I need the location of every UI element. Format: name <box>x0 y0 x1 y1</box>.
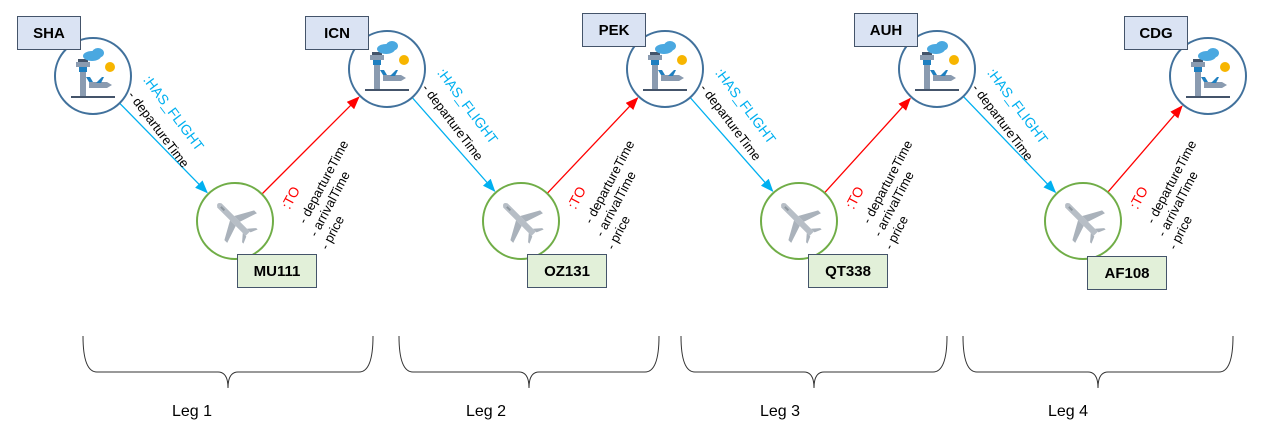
flight-node <box>760 182 838 260</box>
airport-node <box>54 37 132 115</box>
airport-tower-icon <box>643 41 687 91</box>
airport-node <box>898 30 976 108</box>
leg-brace <box>680 335 948 389</box>
has-flight-arrow <box>119 102 208 194</box>
leg-label: Leg 2 <box>465 403 507 420</box>
flight-node <box>482 182 560 260</box>
flight-node <box>196 182 274 260</box>
flight-node <box>1044 182 1122 260</box>
airport-circle <box>54 37 132 115</box>
airport-circle <box>348 30 426 108</box>
has-flight-arrow <box>689 97 774 192</box>
airport-tower-icon <box>915 41 959 91</box>
leg-brace <box>398 335 660 389</box>
airport-circle <box>626 30 704 108</box>
to-arrow <box>824 97 911 194</box>
airport-code-label: ICN <box>305 16 369 50</box>
airport-node <box>348 30 426 108</box>
airplane-icon <box>217 203 258 244</box>
flight-code-label: MU111 <box>237 254 317 288</box>
airport-code-label: PEK <box>582 13 646 47</box>
flight-code-label: QT338 <box>808 254 888 288</box>
airport-tower-icon <box>1186 48 1230 98</box>
airport-code-label: CDG <box>1124 16 1188 50</box>
leg-label: Leg 1 <box>171 403 213 420</box>
airport-node <box>1169 37 1247 115</box>
to-arrow <box>261 96 360 195</box>
to-arrow <box>1107 105 1183 193</box>
leg-label: Leg 4 <box>1047 403 1089 420</box>
leg-brace <box>82 335 374 389</box>
flight-code-label: OZ131 <box>527 254 607 288</box>
airport-code-label: AUH <box>854 13 918 47</box>
airplane-icon <box>503 203 544 244</box>
airplane-icon <box>1065 203 1106 244</box>
airport-tower-icon <box>365 41 409 91</box>
leg-brace <box>962 335 1234 389</box>
airport-circle <box>898 30 976 108</box>
airport-node <box>626 30 704 108</box>
flight-code-label: AF108 <box>1087 256 1167 290</box>
airport-circle <box>1169 37 1247 115</box>
airplane-icon <box>781 203 822 244</box>
has-flight-arrow <box>411 97 496 192</box>
leg-label: Leg 3 <box>759 403 801 420</box>
to-arrow <box>546 97 639 194</box>
has-flight-arrow <box>962 95 1057 194</box>
airport-tower-icon <box>71 48 115 98</box>
airport-code-label: SHA <box>17 16 81 50</box>
